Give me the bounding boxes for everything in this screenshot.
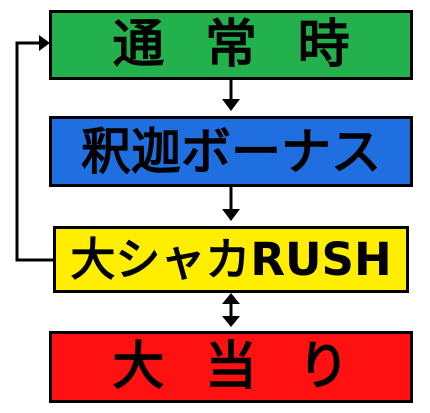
big-win-label-char-2: 当 bbox=[204, 337, 257, 397]
shaka-rush-label: 大シャカRUSH bbox=[70, 233, 392, 286]
state-box-normal: 通 常 時 bbox=[49, 10, 413, 80]
big-win-label-char-1: 大 bbox=[112, 337, 165, 397]
big-win-label-char-3: り bbox=[297, 337, 350, 397]
arrow-normal-to-bonus bbox=[222, 80, 240, 111]
arrow-bonus-to-rush bbox=[222, 187, 240, 221]
state-box-shaka-bonus: 釈迦ボーナス bbox=[49, 116, 413, 187]
shaka-bonus-label: 釈迦ボーナス bbox=[81, 122, 381, 181]
normal-label-char-3: 時 bbox=[297, 15, 350, 75]
state-box-big-win: 大 当 り bbox=[49, 331, 413, 403]
double-arrow-rush-big-win bbox=[222, 293, 240, 327]
normal-label-char-1: 通 bbox=[112, 15, 165, 75]
loop-rush-to-normal bbox=[15, 35, 53, 262]
normal-label-char-2: 常 bbox=[204, 15, 257, 75]
state-box-shaka-rush: 大シャカRUSH bbox=[53, 226, 409, 293]
